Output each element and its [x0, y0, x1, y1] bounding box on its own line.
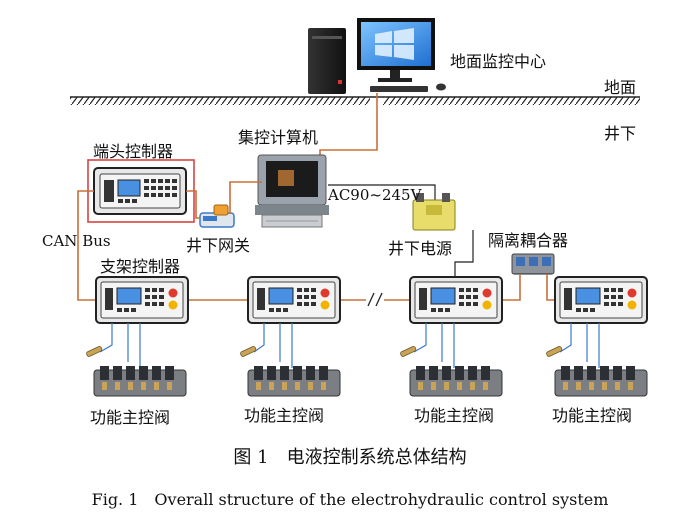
- label-valve-3: 功能主控阀: [414, 406, 495, 425]
- label-ground-monitor: 地面监控中心: [450, 52, 547, 71]
- ground-monitor-computer-icon: [308, 18, 446, 94]
- central-computer-icon: [255, 154, 329, 228]
- label-power-voltage: AC90~245V: [328, 186, 422, 204]
- cable-end-gateway-central: [186, 181, 262, 219]
- gateway-device-icon: [199, 204, 235, 228]
- label-ground: 地面: [604, 78, 637, 97]
- support-controller-2: [247, 276, 341, 324]
- valve-block-1: [93, 366, 187, 397]
- controller-chain-cable: [186, 274, 555, 301]
- label-isolation-coupler: 隔离耦合器: [488, 231, 569, 250]
- caption-chinese: 图 1 电液控制系统总体结构: [233, 447, 467, 468]
- label-valve-2: 功能主控阀: [244, 406, 325, 425]
- label-valve-4: 功能主控阀: [552, 406, 633, 425]
- power-supply-icon: [412, 193, 456, 231]
- isolation-coupler-icon: [511, 253, 555, 275]
- support-controller-1: [95, 276, 189, 324]
- end-controller: [87, 159, 195, 223]
- label-central-computer: 集控计算机: [238, 128, 319, 147]
- sensor-icons: [86, 346, 563, 357]
- label-end-controller: 端头控制器: [93, 142, 174, 161]
- cable-ground-to-central: [319, 93, 378, 158]
- valve-wiring: [99, 323, 600, 368]
- ground-line: [70, 96, 640, 105]
- valve-block-3: [409, 366, 503, 397]
- chain-break-mark: [367, 292, 383, 307]
- label-gateway: 井下网关: [186, 236, 251, 255]
- label-valve-1: 功能主控阀: [90, 408, 171, 427]
- label-support-controller: 支架控制器: [100, 257, 181, 276]
- label-power-supply: 井下电源: [388, 239, 453, 258]
- label-underground: 井下: [604, 124, 637, 143]
- caption-english: Fig. 1 Overall structure of the electroh…: [91, 490, 609, 509]
- power-drop-line: [454, 230, 474, 282]
- can-bus-line: [77, 190, 96, 301]
- valve-block-4: [554, 366, 648, 397]
- ac-power-line: [328, 184, 436, 200]
- valve-block-2: [247, 366, 341, 397]
- support-controller-3: [409, 276, 503, 324]
- label-can-bus: CAN Bus: [42, 232, 111, 250]
- support-controller-4: [554, 276, 648, 324]
